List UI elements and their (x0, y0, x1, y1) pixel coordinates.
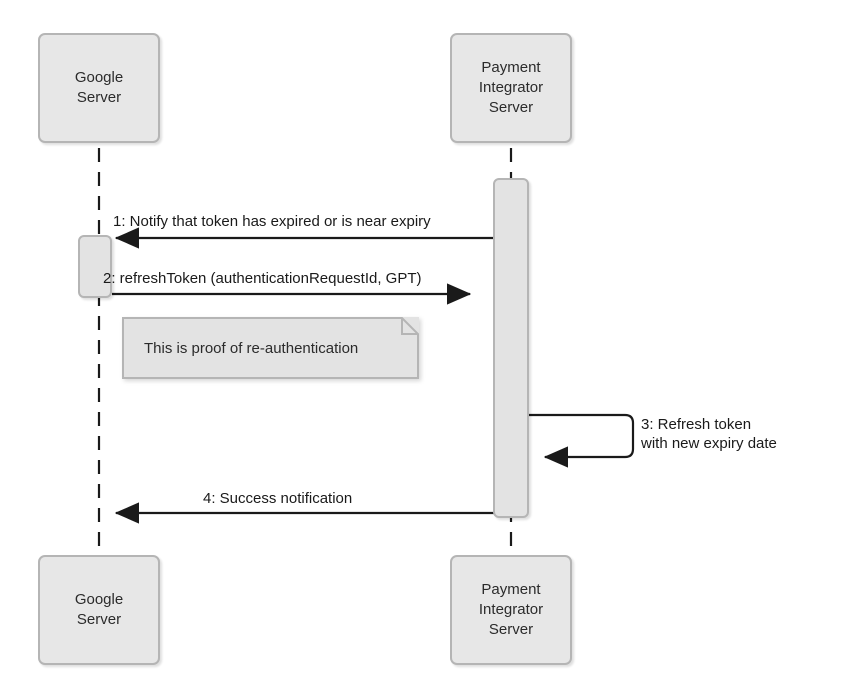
message-1-label: 1: Notify that token has expired or is n… (113, 213, 431, 230)
participant-google-server-label: Google Server (74, 69, 124, 106)
participant-footer-payment-integrator-server-label: Payment Integrator Server (478, 581, 544, 638)
note-shape (122, 317, 419, 379)
participant-footer-google-server[interactable]: Google Server (38, 555, 160, 665)
message-2-label: 2: refreshToken (authenticationRequestId… (103, 270, 422, 287)
participant-footer-payment-integrator-server[interactable]: Payment Integrator Server (450, 555, 572, 665)
message-3-self-call-loop (528, 413, 635, 468)
activation-bar-payment-integrator-server (493, 178, 529, 518)
note-reauthentication[interactable]: This is proof of re-authentication (122, 317, 419, 379)
participant-payment-integrator-server[interactable]: Payment Integrator Server (450, 33, 572, 143)
message-4-label: 4: Success notification (203, 490, 353, 507)
note-reauthentication-label: This is proof of re-authentication (144, 339, 359, 357)
participant-footer-google-server-label: Google Server (74, 591, 124, 628)
activation-bar-google-server (78, 235, 112, 298)
participant-payment-integrator-server-label: Payment Integrator Server (478, 59, 544, 116)
message-3-label: 3: Refresh token with new expiry date (641, 416, 777, 452)
participant-google-server[interactable]: Google Server (38, 33, 160, 143)
